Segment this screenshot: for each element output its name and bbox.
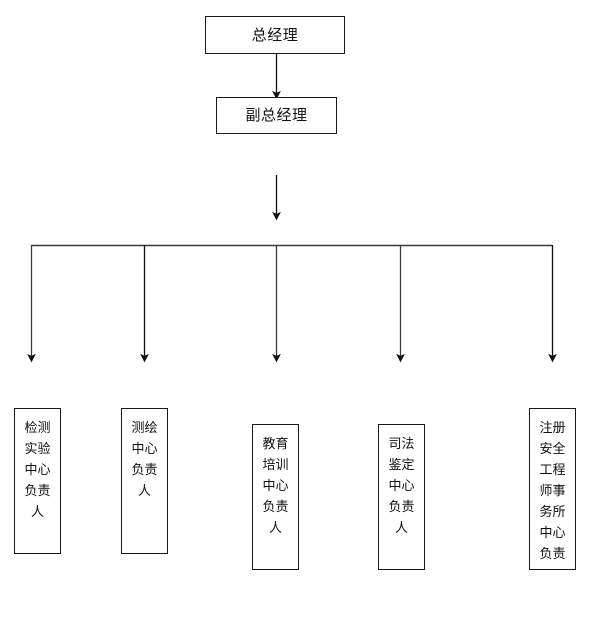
- node-surveying-center-label: 测绘中心负责人: [131, 421, 158, 500]
- node-testing-lab-center[interactable]: 检测实验中心负责人: [14, 408, 61, 554]
- node-surveying-center[interactable]: 测绘中心负责人: [121, 408, 168, 554]
- node-general-manager-label: 总经理: [251, 25, 299, 44]
- node-education-training-center-label: 教育培训中心负责人: [262, 437, 289, 537]
- node-deputy-general-manager[interactable]: 副总经理: [216, 97, 337, 134]
- node-registered-safety-engineer-office[interactable]: 注册安全工程师事务所中心负责: [529, 408, 576, 570]
- node-judicial-appraisal-center[interactable]: 司法鉴定中心负责人: [378, 424, 425, 570]
- node-testing-lab-center-label: 检测实验中心负责人: [24, 421, 51, 521]
- node-general-manager[interactable]: 总经理: [205, 16, 345, 54]
- node-registered-safety-engineer-office-label: 注册安全工程师事务所中心负责: [539, 421, 566, 563]
- node-deputy-general-manager-label: 副总经理: [245, 106, 308, 125]
- node-judicial-appraisal-center-label: 司法鉴定中心负责人: [388, 437, 415, 537]
- node-education-training-center[interactable]: 教育培训中心负责人: [252, 424, 299, 570]
